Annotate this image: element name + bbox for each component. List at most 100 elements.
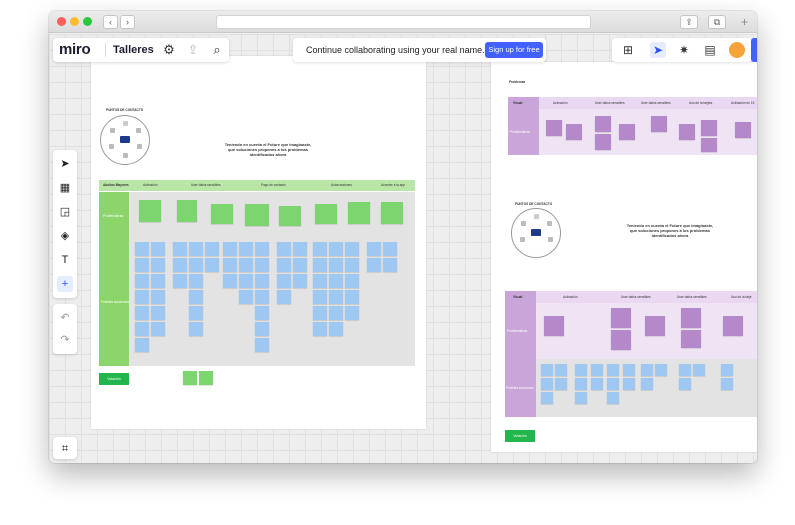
vote-button[interactable]: Votación <box>99 373 129 385</box>
sticky-note[interactable] <box>293 274 307 288</box>
board-name[interactable]: Talleres <box>113 44 154 56</box>
sticky-note[interactable] <box>723 316 743 336</box>
sticky-note[interactable] <box>255 338 269 352</box>
sticky-note[interactable] <box>173 258 187 272</box>
sticky-note[interactable] <box>701 138 717 152</box>
apps-icon[interactable]: ⊞ <box>622 43 634 57</box>
sticky-note[interactable] <box>189 258 203 272</box>
sticky-note[interactable] <box>255 242 269 256</box>
sticky-note[interactable] <box>345 290 359 304</box>
sticky-note[interactable] <box>151 274 165 288</box>
sticky-note[interactable] <box>611 308 631 328</box>
sticky-note[interactable] <box>575 378 587 390</box>
minimize-window-button[interactable] <box>70 17 79 26</box>
sticky-note[interactable] <box>679 364 691 376</box>
sticky-note[interactable] <box>277 242 291 256</box>
sticky-note[interactable] <box>595 116 611 132</box>
sticky-note[interactable] <box>135 258 149 272</box>
sticky-note[interactable] <box>345 306 359 320</box>
templates-icon[interactable]: ▦ <box>59 182 71 194</box>
back-icon[interactable]: ‹ <box>103 15 118 29</box>
frames-icon[interactable]: ⌗ <box>53 437 77 459</box>
sticky-note[interactable] <box>205 242 219 256</box>
vote-button-2[interactable]: Votación <box>505 430 535 442</box>
sticky-note[interactable] <box>277 258 291 272</box>
sticky-note[interactable] <box>255 290 269 304</box>
sticky-note[interactable] <box>173 242 187 256</box>
sticky-note[interactable] <box>199 371 213 385</box>
sticky-note[interactable] <box>255 274 269 288</box>
undo-icon[interactable]: ↶ <box>60 312 70 324</box>
miro-logo[interactable]: miro <box>59 41 91 58</box>
sticky-note[interactable] <box>329 242 343 256</box>
sticky-note[interactable] <box>383 242 397 256</box>
sticky-note[interactable] <box>189 274 203 288</box>
sticky-note[interactable] <box>239 242 253 256</box>
sticky-note[interactable] <box>641 364 653 376</box>
sticky-note[interactable] <box>151 322 165 336</box>
sticky-note[interactable] <box>135 274 149 288</box>
sticky-note[interactable] <box>279 206 301 226</box>
tabs-icon[interactable]: ⧉ <box>708 15 726 29</box>
sticky-note[interactable] <box>139 200 161 222</box>
sticky-note[interactable] <box>383 258 397 272</box>
sticky-note[interactable] <box>189 242 203 256</box>
sticky-note[interactable] <box>679 124 695 140</box>
redo-icon[interactable]: ↷ <box>60 334 70 346</box>
sticky-note[interactable] <box>611 330 631 350</box>
sticky-note[interactable] <box>293 242 307 256</box>
sticky-note[interactable] <box>277 274 291 288</box>
settings-icon[interactable]: ⚙ <box>163 42 175 57</box>
sticky-note[interactable] <box>591 364 603 376</box>
sticky-note[interactable] <box>367 258 381 272</box>
sticky-note[interactable] <box>575 392 587 404</box>
sticky-note[interactable] <box>591 378 603 390</box>
sticky-note[interactable] <box>135 242 149 256</box>
shapes-icon[interactable]: ◈ <box>60 230 70 242</box>
search-icon[interactable]: ⌕ <box>213 42 221 57</box>
sticky-note[interactable] <box>544 316 564 336</box>
sticky-note[interactable] <box>255 306 269 320</box>
sticky-note[interactable] <box>135 290 149 304</box>
sticky-note[interactable] <box>151 290 165 304</box>
sticky-note[interactable] <box>575 364 587 376</box>
add-icon[interactable]: + <box>57 276 73 292</box>
sticky-note[interactable] <box>655 364 667 376</box>
sticky-note[interactable] <box>313 290 327 304</box>
cursor-icon[interactable]: ➤ <box>650 42 666 58</box>
sticky-note[interactable] <box>735 122 751 138</box>
sticky-note[interactable] <box>239 258 253 272</box>
sticky-note[interactable] <box>183 371 197 385</box>
sticky-note[interactable] <box>293 258 307 272</box>
address-bar[interactable] <box>216 15 591 29</box>
sign-up-button[interactable]: Sign up for free <box>485 42 543 58</box>
sticky-note-icon[interactable]: ◲ <box>59 206 71 218</box>
maximize-window-button[interactable] <box>83 17 92 26</box>
party-icon[interactable]: ✷ <box>678 43 690 57</box>
share-button[interactable] <box>751 38 757 62</box>
sticky-note[interactable] <box>255 322 269 336</box>
sticky-note[interactable] <box>348 202 370 224</box>
sticky-note[interactable] <box>345 274 359 288</box>
sticky-note[interactable] <box>313 322 327 336</box>
sticky-note[interactable] <box>135 306 149 320</box>
sticky-note[interactable] <box>173 274 187 288</box>
sticky-note[interactable] <box>681 308 701 328</box>
sticky-note[interactable] <box>189 306 203 320</box>
sticky-note[interactable] <box>329 290 343 304</box>
share-icon[interactable]: ⇪ <box>680 15 698 29</box>
sticky-note[interactable] <box>619 124 635 140</box>
sticky-note[interactable] <box>541 378 553 390</box>
close-window-button[interactable] <box>57 17 66 26</box>
sticky-note[interactable] <box>641 378 653 390</box>
export-icon[interactable]: ⇪ <box>187 42 199 57</box>
sticky-note[interactable] <box>701 120 717 136</box>
sticky-note[interactable] <box>223 258 237 272</box>
sticky-note[interactable] <box>329 258 343 272</box>
sticky-note[interactable] <box>607 392 619 404</box>
sticky-note[interactable] <box>245 204 269 226</box>
sticky-note[interactable] <box>223 274 237 288</box>
sticky-note[interactable] <box>381 202 403 224</box>
sticky-note[interactable] <box>555 378 567 390</box>
sticky-note[interactable] <box>541 392 553 404</box>
